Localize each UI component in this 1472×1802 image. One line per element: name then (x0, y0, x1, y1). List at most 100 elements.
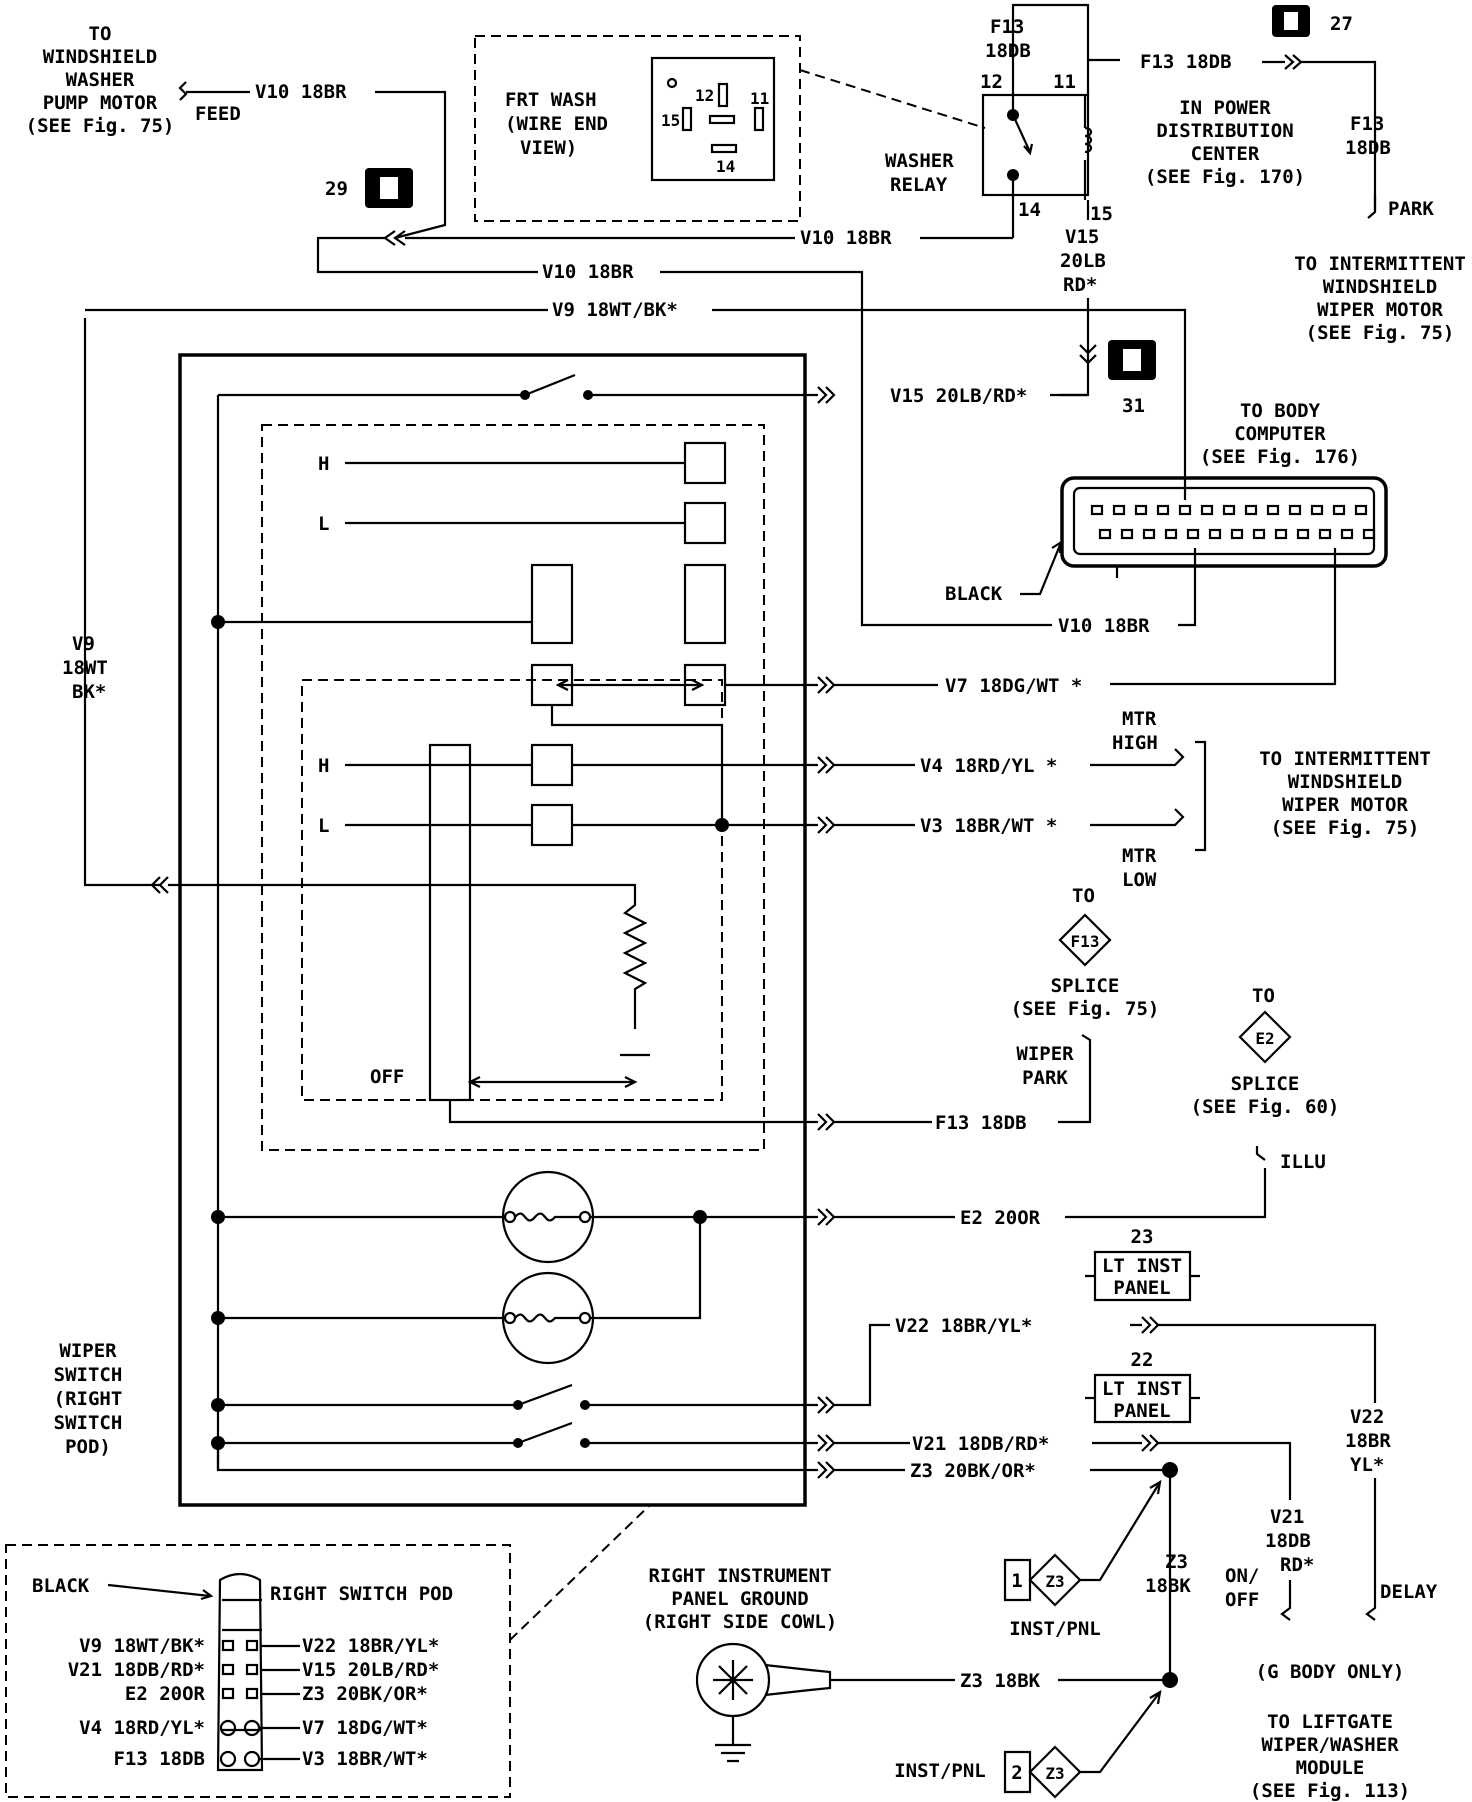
pod-left-pin-label: E2 20OR (125, 1683, 206, 1705)
wire-v21-label: V21 18DB/RD* (912, 1433, 1049, 1455)
text-line: (SEE Fig. 75) (26, 115, 175, 137)
connector-31-label: 31 (1122, 395, 1145, 417)
bc-pin (1178, 504, 1192, 516)
text-line: PUMP MOTOR (43, 92, 158, 114)
switch-contact (513, 1400, 523, 1410)
pod-title: RIGHT SWITCH POD (270, 1583, 453, 1605)
washer-relay-label: RELAY (890, 174, 948, 196)
pin-15 (681, 106, 693, 132)
text-line: WIPER MOTOR (1317, 299, 1443, 321)
bc-pin (1156, 504, 1170, 516)
bc-pin (1164, 528, 1178, 540)
wire-label: RD* (1063, 274, 1097, 296)
bc-pin (1340, 528, 1354, 540)
bc-pin (1200, 504, 1214, 516)
relay-switch-arm (1012, 114, 1034, 156)
wire-v10-bc-pin (1178, 548, 1197, 627)
pod-pin (221, 1663, 235, 1676)
motor-bracket (1195, 740, 1207, 852)
park-connector (1367, 195, 1377, 219)
splice-label: SPLICE (1051, 975, 1120, 997)
mtr-high-label: HIGH (1112, 732, 1158, 754)
pin-mid (708, 114, 736, 125)
inst-pnl-label: INST/PNL (894, 1760, 986, 1782)
bc-pin (1310, 504, 1324, 516)
text-line: (SEE Fig. 170) (1145, 166, 1305, 188)
v3-out (572, 816, 915, 834)
body-computer-inner (1072, 486, 1376, 556)
wiper-switch-label: SWITCH (54, 1364, 123, 1386)
inst-pnl-code: Z3 (1045, 1764, 1064, 1783)
splice-f13-diamond (1058, 913, 1112, 967)
text-line: CENTER (1191, 143, 1260, 165)
wire-z3-label: Z3 20BK/OR* (910, 1460, 1036, 1482)
pod-left-pin-label: V21 18DB/RD* (68, 1659, 205, 1681)
lt-inst-number: 22 (1131, 1349, 1154, 1371)
bc-pin (1274, 528, 1288, 540)
inst-pnl-number: 2 (1011, 1762, 1022, 1784)
connector-29-pins (383, 230, 406, 246)
v22-to-liftgate (1130, 1316, 1377, 1403)
ground-lug (764, 1663, 955, 1697)
pod-pin (221, 1639, 235, 1652)
relay-socket-view (650, 56, 776, 182)
lamp-terminal (578, 1311, 592, 1325)
washer-contact-right (683, 563, 727, 645)
wire-label: 18DB (985, 40, 1031, 62)
wire-label: 18WT (62, 657, 108, 679)
wire-v10-label: V10 18BR (255, 81, 347, 103)
wire-label: YL* (1350, 1454, 1384, 1476)
pod-leader (509, 1504, 651, 1641)
washer-pump-motor-label: TO WINDSHIELD WASHER PUMP MOTOR (SEE Fig… (26, 23, 175, 137)
wire-v9-label: V9 18WT/BK* (552, 299, 678, 321)
wire-v10-feed (375, 90, 447, 240)
text-line: TO BODY (1240, 400, 1321, 422)
v21-to-liftgate (1092, 1434, 1292, 1500)
z3-splice-node (1162, 1462, 1178, 1478)
splice-see: (SEE Fig. 60) (1191, 1096, 1340, 1118)
bc-pin (1112, 504, 1126, 516)
v4-out (572, 756, 915, 774)
f13-bottom-out (448, 1100, 932, 1131)
switch-h-label: H (318, 453, 329, 475)
switch-l-contact (683, 501, 727, 545)
frt-wash-view-box (474, 35, 801, 222)
wire-v10-loop (316, 236, 538, 274)
bc-pin (1244, 504, 1258, 516)
ground-symbol-icon (715, 1716, 751, 1763)
wire-label: V22 (1350, 1406, 1384, 1428)
v3-contact (530, 803, 574, 847)
bc-pin (1186, 528, 1200, 540)
text-line: (SEE Fig. 176) (1200, 446, 1360, 468)
splice-to-label: TO (1072, 885, 1095, 907)
wire-v10-label: V10 18BR (1058, 615, 1150, 637)
wiper-park-lead (1058, 1034, 1092, 1124)
pod-pin (221, 1687, 235, 1700)
pod-black-leader (107, 1583, 214, 1601)
bc-pin (1266, 504, 1280, 516)
wiper-switch-label: SWITCH (54, 1412, 123, 1434)
splice-e2-diamond (1238, 1010, 1292, 1064)
wire-label: 18DB (1345, 137, 1391, 159)
bc-pin (1142, 528, 1156, 540)
ground-label: PANEL GROUND (671, 1588, 808, 1610)
feed-label: FEED (195, 103, 241, 125)
inst-pnl-number: 1 (1011, 1570, 1022, 1592)
f13-top-loop (1011, 3, 1090, 95)
g-body-label: (G BODY ONLY) (1256, 1661, 1405, 1683)
pod-left-pin-label: V9 18WT/BK* (79, 1635, 205, 1657)
lt-inst-text: LT INST (1102, 1378, 1182, 1400)
illu-connector (1255, 1146, 1266, 1161)
splice-see: (SEE Fig. 75) (1011, 998, 1160, 1020)
switch-l-label: L (318, 513, 329, 535)
pod-right-pin-label: V15 20LB/RD* (302, 1659, 439, 1681)
lamp-2-wire (218, 1217, 702, 1323)
wiper-switch-label: POD) (65, 1436, 111, 1458)
wiper-slider-bar (428, 743, 472, 1102)
wiper-park-label: PARK (1022, 1067, 1068, 1089)
lt-inst-text: LT INST (1102, 1255, 1182, 1277)
pod-black-label: BLACK (32, 1575, 90, 1597)
text-line: IN POWER (1179, 97, 1271, 119)
wire-label: 18BR (1345, 1430, 1391, 1452)
switch-contact (513, 1438, 523, 1448)
